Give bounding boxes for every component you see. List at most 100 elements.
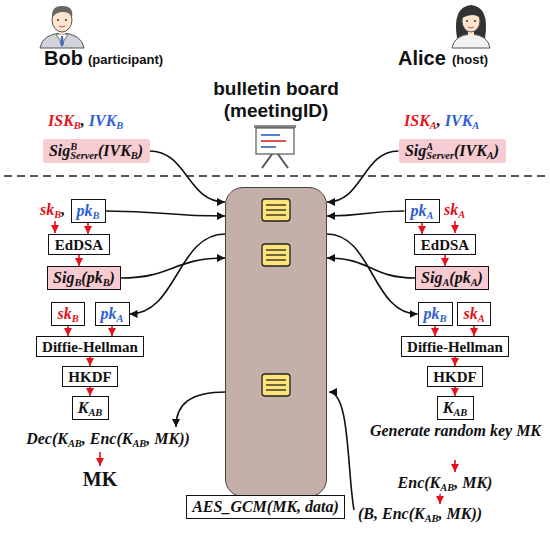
- role-label: (participant): [88, 52, 163, 68]
- person-name: Alice: [398, 46, 446, 70]
- text-run: A: [472, 120, 479, 131]
- formula: (B, Enc(KAB, MK)): [358, 505, 482, 524]
- encryption-formula: AES_GCM(MK, data): [192, 498, 339, 515]
- arrow: [327, 258, 415, 278]
- key-box: KAB: [437, 396, 474, 420]
- signature: SigB(pkB): [53, 269, 115, 288]
- person-name: Bob: [44, 46, 83, 70]
- shared-key: KAB: [443, 399, 468, 418]
- signature: SigA(pkA): [421, 269, 483, 288]
- bob-icon: [40, 6, 84, 48]
- arrow: [329, 392, 354, 510]
- process-box: Diffie-Hellman: [401, 336, 509, 357]
- text-run: B: [54, 209, 61, 220]
- key-box: KAB: [72, 396, 109, 420]
- text-run: A: [478, 313, 485, 324]
- arrow: [54, 221, 56, 233]
- text-run: B: [440, 313, 447, 324]
- key-box: pkB: [418, 302, 453, 326]
- text-run: sk: [40, 201, 54, 218]
- arrow: [327, 211, 405, 216]
- process-name: EdDSA: [421, 237, 469, 253]
- bulletin-board: bulletin board (meetingID)AES_GCM(MK, da…: [225, 187, 327, 497]
- formula: Enc(KAB, MK): [398, 474, 493, 493]
- process-box: EdDSA: [414, 234, 476, 255]
- text-run: IVK: [89, 112, 117, 129]
- text-run: A: [442, 277, 449, 288]
- text-run: sk: [444, 201, 458, 218]
- text-run: B: [131, 150, 138, 161]
- key-pair: ISKB, IVKB: [48, 112, 123, 131]
- text-run: B: [74, 120, 81, 131]
- text-run: AB: [88, 407, 102, 418]
- text-run: AB: [453, 407, 467, 418]
- signature: SigBServer(IVKB): [49, 142, 143, 161]
- master-key: MK: [83, 468, 117, 490]
- arrow: [89, 387, 91, 396]
- public-key: pkB: [424, 305, 447, 324]
- text-run: A: [427, 210, 434, 221]
- secret-key: skA: [463, 305, 484, 324]
- process-name: Diffie-Hellman: [407, 339, 503, 355]
- process-name: EdDSA: [55, 237, 103, 253]
- process-name: Diffie-Hellman: [42, 339, 138, 355]
- divider: [4, 175, 546, 177]
- arrow: [121, 258, 225, 278]
- arrow: [454, 357, 456, 366]
- arrow: [454, 387, 456, 396]
- text-run: A: [487, 150, 494, 161]
- arrow: [473, 326, 475, 336]
- arrow: [106, 211, 226, 216]
- board-slots: [226, 188, 328, 498]
- arrow: [150, 151, 226, 202]
- board-title: bulletin board (meetingID): [181, 78, 371, 122]
- arrow: [89, 357, 91, 366]
- text-run: B: [74, 277, 81, 288]
- key-box: pkA: [405, 199, 440, 223]
- arrow: [454, 460, 456, 472]
- public-key: pkB: [77, 202, 100, 221]
- process-name: HKDF: [433, 369, 476, 385]
- text-run: A: [458, 209, 465, 220]
- signature-box: SigAServer(IVKA): [399, 139, 506, 163]
- signature-box: SigA(pkA): [415, 266, 489, 290]
- text-run: AB: [440, 482, 454, 493]
- arrow: [99, 452, 101, 466]
- key-box: pkA: [95, 302, 130, 326]
- text-run: sk: [463, 305, 477, 322]
- signature: SigAServer(IVKA): [405, 142, 499, 161]
- role-label: (host): [452, 52, 488, 68]
- text-run: ISK: [404, 112, 430, 129]
- process-name: HKDF: [68, 369, 111, 385]
- arrow: [130, 234, 226, 314]
- arrow: [327, 234, 418, 314]
- text-run: Server: [70, 150, 98, 161]
- key-box: pkB: [71, 199, 106, 223]
- text-run: pk: [424, 305, 440, 322]
- text-run: A: [117, 313, 124, 324]
- text-run: Server: [426, 150, 454, 161]
- text-run: AB: [132, 438, 146, 449]
- arrow: [434, 326, 436, 336]
- text-run: pk: [77, 202, 93, 219]
- key-pair: ISKA, IVKA: [404, 112, 479, 131]
- shared-key: KAB: [78, 399, 103, 418]
- arrow: [421, 223, 423, 234]
- secret-key: skA: [444, 201, 465, 220]
- process-box: Diffie-Hellman: [36, 336, 144, 357]
- arrow: [176, 392, 226, 427]
- arrow: [327, 151, 399, 202]
- process-box: AES_GCM(MK, data): [186, 495, 345, 519]
- text-run: A: [430, 120, 437, 131]
- process-box: EdDSA: [48, 234, 110, 255]
- arrow: [111, 326, 113, 336]
- arrow: [444, 255, 446, 266]
- text-run: IVK: [445, 112, 473, 129]
- formula: Dec(KAB, Enc(KAB, MK)): [26, 430, 190, 449]
- arrow: [67, 326, 69, 336]
- process-box: HKDF: [62, 366, 118, 387]
- text-run: B: [103, 277, 110, 288]
- text-run: AB: [425, 513, 439, 524]
- alice-icon: [452, 5, 490, 48]
- text-run: AB: [68, 438, 82, 449]
